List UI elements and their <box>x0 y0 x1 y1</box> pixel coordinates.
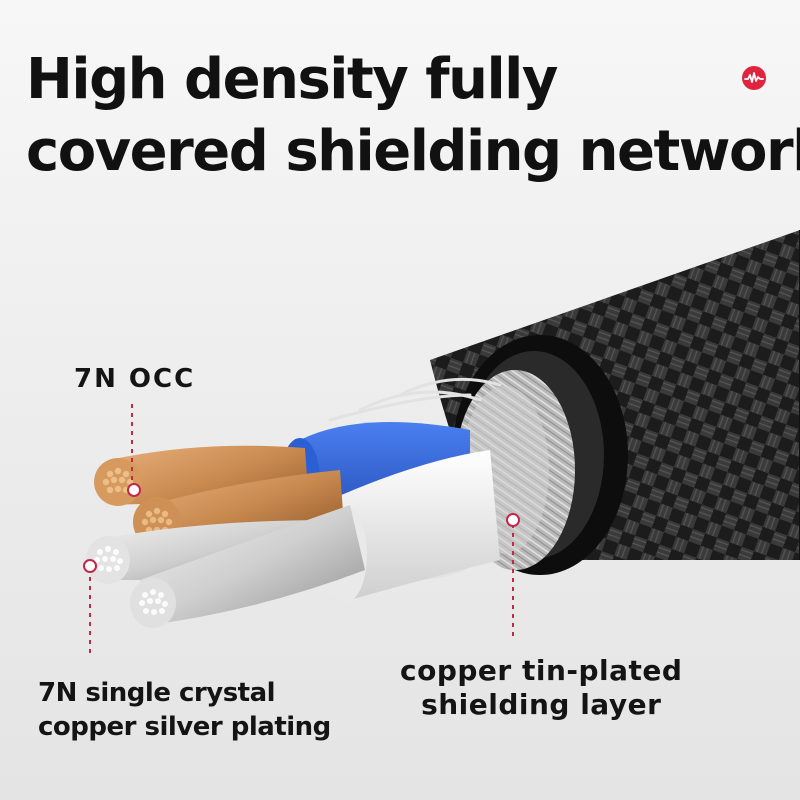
callout-shield-line-1: copper tin-plated <box>400 654 683 687</box>
headline-line-2: covered shielding network <box>26 119 800 184</box>
marker-occ <box>127 483 141 497</box>
silver-conductor-right <box>130 505 365 628</box>
marker-shield <box>506 513 520 527</box>
headline-line-1: High density fully <box>26 47 558 112</box>
callout-7n-occ: 7N OCC <box>74 364 196 394</box>
soundwave-logo-icon <box>742 66 766 90</box>
callout-shield-line-2: shielding layer <box>421 688 662 721</box>
callout-shielding-layer: copper tin-plated shielding layer <box>400 654 682 722</box>
marker-silver <box>83 559 97 573</box>
callout-silver-line-2: copper silver plating <box>38 712 331 742</box>
white-insulation <box>330 450 500 600</box>
callout-silver-plating: 7N single crystal copper silver plating <box>38 676 331 744</box>
headline: High density fully covered shielding net… <box>26 44 800 188</box>
callout-silver-line-1: 7N single crystal <box>38 678 276 708</box>
